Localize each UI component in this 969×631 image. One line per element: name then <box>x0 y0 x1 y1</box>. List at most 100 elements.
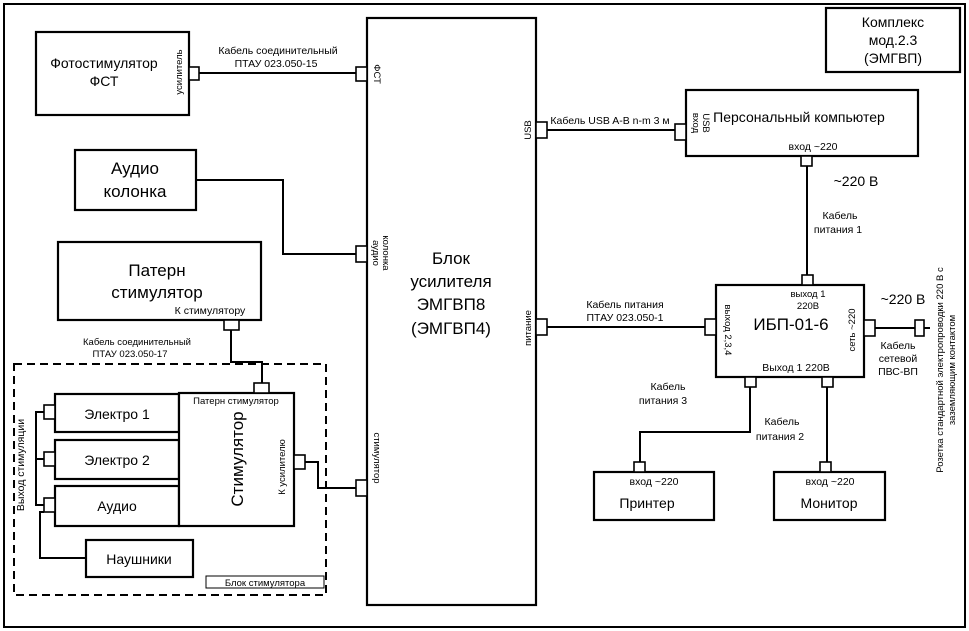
mains-plug <box>914 319 930 337</box>
outlet-label: Розетка стандартной электропроводки 220 … <box>935 267 958 473</box>
amplifier-port-stim-label: стимулятор <box>371 432 382 483</box>
monitor-port <box>819 461 832 473</box>
pattern-stim-port-label: К стимулятору <box>175 305 246 317</box>
amplifier-port-usb <box>535 121 548 139</box>
photostim-port <box>188 66 200 81</box>
pc-port-usb-label2: USB <box>700 113 711 133</box>
wire-headphones <box>39 511 86 559</box>
stim-block-label: Блок стимулятора <box>225 578 306 589</box>
pc-port-power <box>800 155 813 167</box>
monitor-port-label: вход ~220 <box>805 476 854 488</box>
electro1-label: Электро 1 <box>84 406 150 422</box>
complex-line2: мод.2.3 <box>869 32 918 48</box>
pc-block: Персональный компьютер вход USB вход ~22… <box>674 88 920 189</box>
pc-voltage: ~220 В <box>834 173 879 189</box>
amplifier-line3: ЭМГВП8 <box>417 295 486 314</box>
complex-label: Комплекс мод.2.3 (ЭМГВП) <box>824 6 962 74</box>
outlet-label-line2: заземляющим контактом <box>947 315 958 425</box>
photostim-line2: ФСТ <box>90 73 119 89</box>
amplifier-port-fst-label: ФСТ <box>371 64 382 84</box>
outer-frame <box>3 3 966 628</box>
audio-out-label: Аудио <box>97 498 137 514</box>
amplifier-port-power <box>535 318 548 336</box>
amplifier-port-audio-label1: аудио <box>370 240 381 266</box>
mains-voltage-label: ~220 В <box>881 291 926 307</box>
cable-power2-label-b: питания 2 <box>756 431 804 443</box>
cable-usb-label: Кабель USB A-B n-m 3 м <box>550 115 669 127</box>
photostim-line1: Фотостимулятор <box>50 55 158 71</box>
complex-line3: (ЭМГВП) <box>864 50 922 66</box>
pc-port-in-label: вход ~220 <box>788 141 837 153</box>
cable-mains-label-c: ПВС-ВП <box>878 366 918 378</box>
pc-port-usb-label1: вход <box>690 113 701 134</box>
photostimulator-block: Фотостимулятор ФСТ усилитель <box>34 30 200 117</box>
pattern-stim-line1: Патерн <box>128 261 185 280</box>
cable-pattern-label-b: ПТАУ 023.050-17 <box>93 349 168 360</box>
amplifier-port-fst <box>355 66 368 82</box>
pattern-stim-line2: стимулятор <box>111 283 202 302</box>
ups-title: ИБП-01-6 <box>753 315 828 334</box>
cable-fst-label-a: Кабель соединительный <box>218 45 337 57</box>
ups-port-out234 <box>704 318 717 336</box>
stim-amp-port <box>293 454 306 470</box>
amplifier-port-power-label: питание <box>523 310 534 346</box>
headphones-label: Наушники <box>106 551 171 567</box>
amplifier-port-audio-label2: колонка <box>380 235 391 271</box>
printer-block: Принтер вход ~220 <box>592 461 716 522</box>
stimulator-box <box>177 391 296 528</box>
stim-amp-port-label: К усилителю <box>277 439 288 495</box>
cable-fst-label-b: ПТАУ 023.050-15 <box>235 58 318 70</box>
ups-port-mains <box>863 319 876 337</box>
photostim-port-label: усилитель <box>174 49 185 94</box>
audio-out-box <box>53 484 181 528</box>
cable-pattern-label-a: Кабель соединительный <box>83 337 191 348</box>
amplifier-line2: усилителя <box>410 272 491 291</box>
cable-power3-label-a: Кабель <box>651 381 686 393</box>
pattern-stimulator-block: Патерн стимулятор К стимулятору <box>56 240 263 331</box>
audio-speaker-block: Аудио колонка <box>73 148 198 212</box>
electro1-port <box>43 404 56 420</box>
cable-power-amp-label-b: ПТАУ 023.050-1 <box>586 312 663 324</box>
wires <box>35 72 915 559</box>
ups-out234-label: выход 2,3,4 <box>722 305 733 356</box>
audio-out-port <box>43 497 56 513</box>
audio-speaker-line1: Аудио <box>111 159 159 178</box>
electro2-port <box>43 451 56 467</box>
outlet-label-line1: Розетка стандартной электропроводки 220 … <box>935 267 946 473</box>
stim-pattern-port-label: Патерн стимулятор <box>193 396 279 407</box>
ups-mains-label: сеть ~220 <box>847 308 858 351</box>
headphones-box <box>84 538 195 579</box>
printer-title: Принтер <box>619 495 674 511</box>
stimulator-block: Выход стимуляции Блок стимулятора Электр… <box>13 363 327 596</box>
wire-printer <box>639 387 751 462</box>
amplifier-port-audio <box>355 245 368 263</box>
monitor-title: Монитор <box>801 495 858 511</box>
amplifier-line1: Блок <box>432 249 471 268</box>
cable-power-amp-label-a: Кабель питания <box>586 299 663 311</box>
ups-out1-bottom-label: Выход 1 220В <box>762 362 830 374</box>
cable-power1-label-b: питания 1 <box>814 224 862 236</box>
cable-mains-label-b: сетевой <box>879 353 918 365</box>
stimulator-label: Стимулятор <box>228 411 247 506</box>
cable-mains-label-a: Кабель <box>881 340 916 352</box>
stim-output-label: Выход стимуляции <box>15 419 27 511</box>
cable-labels: Кабель соединительный ПТАУ 023.050-15 Ка… <box>83 45 925 443</box>
audio-speaker-line2: колонка <box>104 182 167 201</box>
ups-block: ИБП-01-6 выход 1 220В выход 2,3,4 сеть ~… <box>704 274 876 388</box>
amplifier-port-stim <box>355 479 368 497</box>
stim-pattern-port <box>253 382 270 394</box>
ups-port-bottom-left <box>744 376 757 388</box>
monitor-block: Монитор вход ~220 <box>772 461 887 522</box>
pc-title: Персональный компьютер <box>713 109 885 125</box>
stim-block-label-frame <box>205 575 325 589</box>
wire-stimulator <box>305 461 356 489</box>
amplifier-port-usb-label: USB <box>523 120 534 140</box>
amplifier-block: Блок усилителя ЭМГВП8 (ЭМГВП4) ФСТ аудио… <box>355 16 548 607</box>
ups-port-bottom-right <box>821 376 834 388</box>
pattern-stim-port <box>223 319 240 331</box>
pc-port-usb <box>674 123 687 141</box>
wire-audio-speaker <box>196 179 356 255</box>
cable-power1-label-a: Кабель <box>823 210 858 222</box>
amplifier-line4: (ЭМГВП4) <box>411 319 491 338</box>
